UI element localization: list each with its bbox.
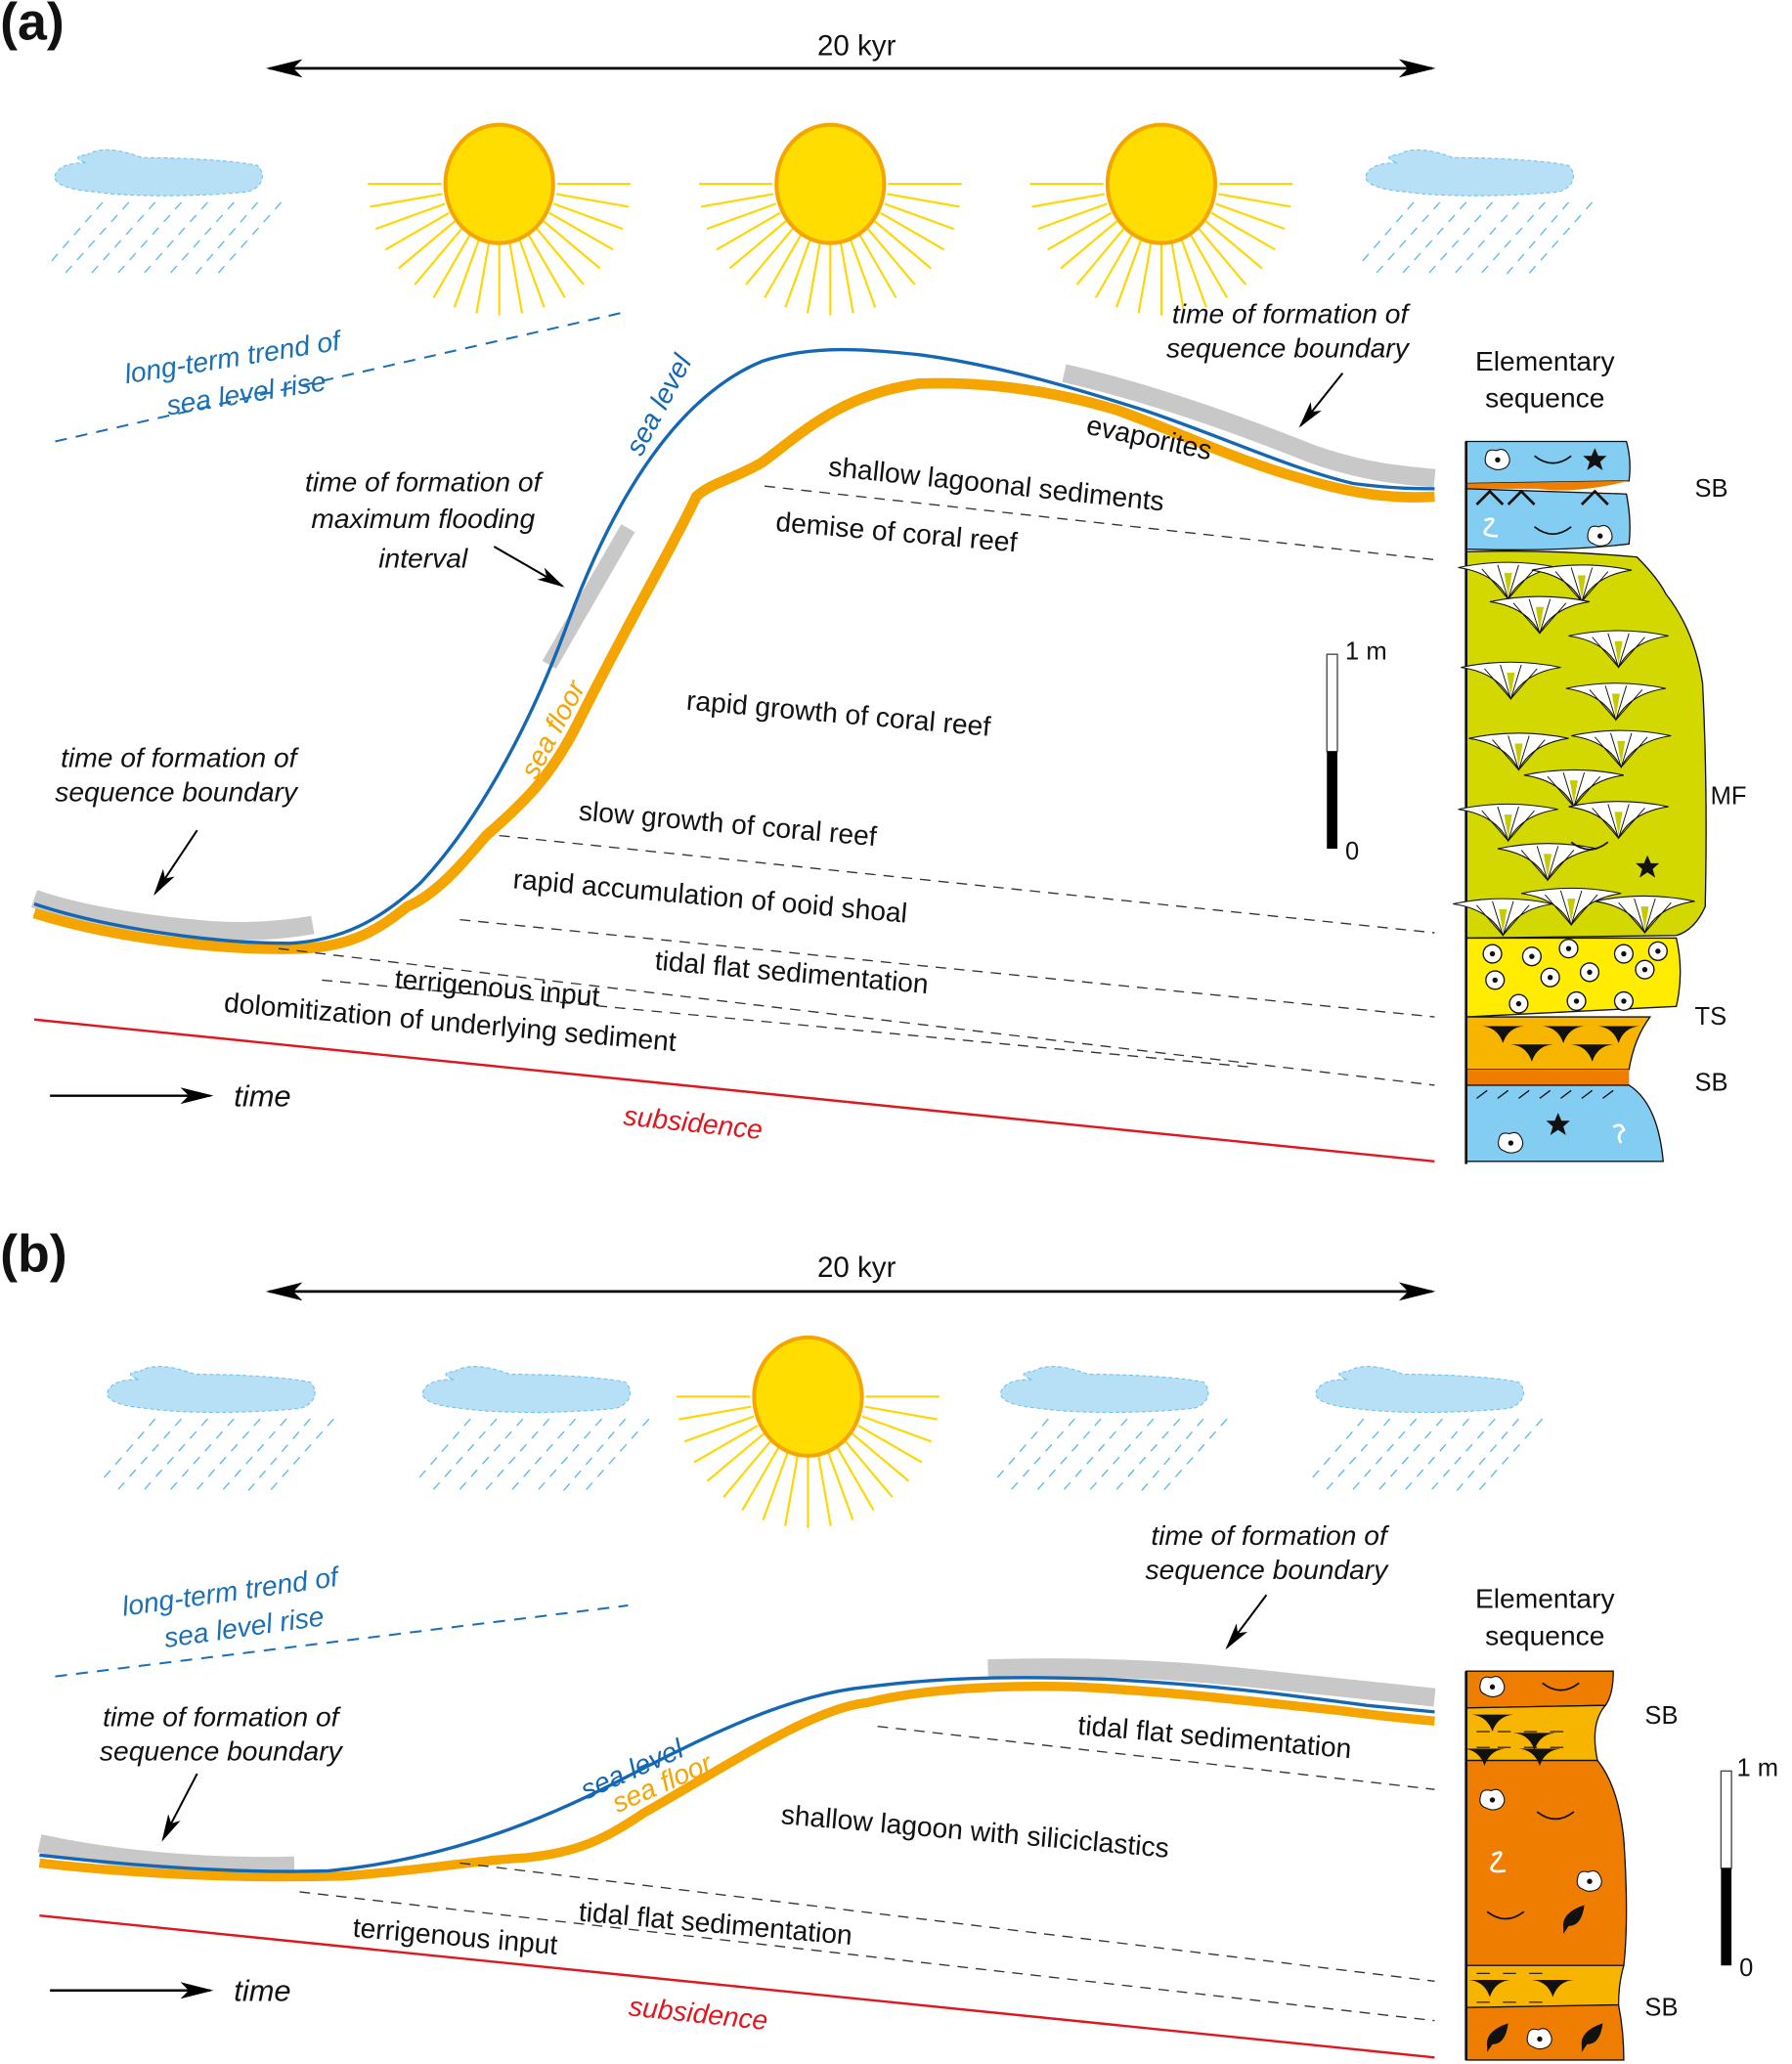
- long-term-trend-line: [55, 310, 629, 443]
- svg-text:maximum flooding: maximum flooding: [311, 503, 535, 534]
- duration-label: 20 kyr: [817, 29, 896, 62]
- panel-a-tag: (a): [0, 0, 65, 51]
- column-label: TS: [1694, 1003, 1726, 1031]
- scale-bar: 1 m 0: [1720, 1755, 1778, 1982]
- sb-left-annotation: time of formation of sequence boundary: [100, 1701, 344, 1842]
- elementary-sequence-column: Elementary sequence SB SB: [1463, 1583, 1678, 2061]
- sb-left-annotation: time of formation of sequence boundary: [55, 742, 300, 897]
- svg-text:sequence boundary: sequence boundary: [1146, 1554, 1390, 1585]
- rain-cloud-icon: [994, 1365, 1228, 1496]
- sb-band-left: [30, 890, 315, 941]
- facies-label: rapid accumulation of ooid shoal: [512, 862, 909, 928]
- arrow-icon: [493, 546, 565, 588]
- subsidence-line: [33, 1018, 1435, 1164]
- arrow-icon: [1298, 372, 1344, 428]
- svg-text:Elementary: Elementary: [1475, 1583, 1616, 1614]
- svg-text:time of formation of: time of formation of: [305, 466, 545, 498]
- sb-right-annotation: time of formation of sequence boundary: [1166, 298, 1412, 428]
- sun-icon: [368, 125, 631, 316]
- sun-icon: [1030, 125, 1293, 316]
- facies-boundaries: [299, 1725, 1435, 2022]
- rain-cloud-icon: [1360, 149, 1594, 280]
- facies-label: tidal flat sedimentation: [1076, 1709, 1352, 1764]
- rain-cloud-icon: [1310, 1365, 1544, 1496]
- subsidence-label: subsidence: [628, 1990, 769, 2036]
- facies-label: slow growth of coral reef: [578, 795, 878, 853]
- duration-label: 20 kyr: [817, 1252, 896, 1284]
- rain-cloud-icon: [416, 1365, 650, 1496]
- subsidence-line: [39, 1913, 1435, 2059]
- column-label: MF: [1711, 782, 1747, 810]
- svg-text:1 m: 1 m: [1345, 638, 1387, 666]
- time-label: time: [234, 1974, 290, 2008]
- panel-b: (b) 20 kyr long-term trend of sea level …: [0, 1225, 1778, 2061]
- svg-text:time of formation of: time of formation of: [1172, 298, 1412, 329]
- svg-text:Elementary: Elementary: [1475, 345, 1616, 376]
- svg-text:time of formation of: time of formation of: [103, 1701, 342, 1733]
- subsidence-label: subsidence: [622, 1099, 764, 1145]
- sb-right-annotation: time of formation of sequence boundary: [1146, 1519, 1390, 1650]
- panel-a: (a) 20 kyr long-term trend of sea level …: [0, 0, 1746, 1164]
- time-label: time: [234, 1078, 290, 1113]
- facies-label: demise of coral reef: [774, 505, 1019, 557]
- facies-boundaries: [278, 485, 1435, 1086]
- sun-icon: [677, 1338, 940, 1528]
- sun-icon: [699, 125, 962, 316]
- arrow-icon: [1225, 1594, 1268, 1650]
- svg-text:time of formation of: time of formation of: [61, 742, 300, 773]
- svg-text:1 m: 1 m: [1736, 1755, 1778, 1782]
- svg-text:sequence boundary: sequence boundary: [55, 776, 299, 808]
- facies-label: rapid growth of coral reef: [685, 684, 992, 742]
- svg-text:sequence: sequence: [1485, 1619, 1604, 1650]
- svg-text:time of formation of: time of formation of: [1151, 1519, 1390, 1551]
- facies-label: terrigenous input: [352, 1911, 559, 1960]
- svg-text:interval: interval: [378, 542, 468, 573]
- svg-text:sequence boundary: sequence boundary: [1166, 331, 1411, 363]
- sea-level-line: [33, 347, 1435, 945]
- mfi-annotation: time of formation of maximum flooding in…: [305, 466, 565, 588]
- sea-floor-line: [32, 377, 1435, 954]
- svg-text:sequence boundary: sequence boundary: [100, 1735, 344, 1767]
- column-label: SB: [1644, 1702, 1678, 1730]
- sb-band-right: [1062, 364, 1436, 488]
- column-label: SB: [1644, 1994, 1678, 2021]
- svg-text:0: 0: [1739, 1954, 1753, 1982]
- svg-text:sequence: sequence: [1485, 382, 1604, 414]
- panel-b-tag: (b): [0, 1225, 67, 1284]
- facies-label: shallow lagoonal sediments: [827, 451, 1165, 517]
- arrow-icon: [153, 829, 198, 897]
- svg-text:0: 0: [1345, 838, 1359, 865]
- arrow-icon: [161, 1773, 198, 1842]
- sea-floor-line: [38, 1682, 1435, 1882]
- rain-cloud-icon: [102, 1365, 335, 1496]
- scale-bar: 1 m 0: [1326, 638, 1387, 865]
- sb-band-right: [987, 1658, 1436, 1707]
- facies-label: shallow lagoon with siliciclastics: [780, 1798, 1170, 1864]
- sb-band-left: [37, 1834, 295, 1875]
- facies-label: tidal flat sedimentation: [578, 1896, 853, 1951]
- rain-cloud-icon: [49, 149, 283, 280]
- sea-level-line: [39, 1676, 1435, 1873]
- column-label: SB: [1694, 1069, 1727, 1096]
- column-label: SB: [1694, 475, 1727, 503]
- elementary-sequence-column: Elementary sequence: [1452, 345, 1747, 1164]
- sea-level-label: sea level: [619, 348, 698, 460]
